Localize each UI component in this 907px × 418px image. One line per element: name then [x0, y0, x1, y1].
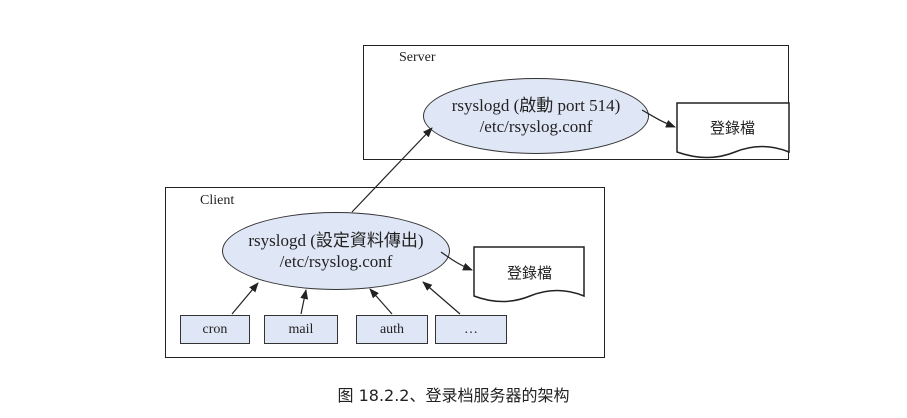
server-rsyslogd-ellipse: rsyslogd (啟動 port 514) /etc/rsyslog.conf	[423, 78, 649, 154]
server-to-logfile-arrow	[641, 109, 676, 128]
source-mail: mail	[264, 315, 338, 344]
client-daemon-name: rsyslogd (設定資料傳出)	[248, 231, 424, 250]
client-label: Client	[200, 193, 235, 208]
source-cron: cron	[180, 315, 250, 344]
client-to-logfile-arrow	[440, 251, 473, 271]
client-rsyslogd-ellipse: rsyslogd (設定資料傳出) /etc/rsyslog.conf	[222, 212, 450, 290]
client-to-server-arrow	[351, 127, 433, 213]
auth-arrow	[369, 288, 393, 315]
source-auth: auth	[356, 315, 428, 344]
figure-caption: 图 18.2.2、登录档服务器的架构	[337, 386, 570, 405]
more-arrow	[422, 281, 461, 315]
server-config-path: /etc/rsyslog.conf	[479, 117, 593, 136]
server-logfile-shape	[676, 102, 790, 159]
client-logfile-shape	[473, 246, 585, 303]
mail-arrow	[300, 289, 309, 315]
client-logfile-label: 登錄檔	[507, 266, 553, 282]
server-daemon-name: rsyslogd (啟動 port 514)	[451, 96, 621, 115]
server-logfile-label: 登錄檔	[710, 121, 756, 137]
cron-arrow	[231, 282, 259, 315]
source-more: …	[435, 315, 507, 344]
client-config-path: /etc/rsyslog.conf	[279, 252, 393, 271]
server-label: Server	[399, 50, 436, 65]
